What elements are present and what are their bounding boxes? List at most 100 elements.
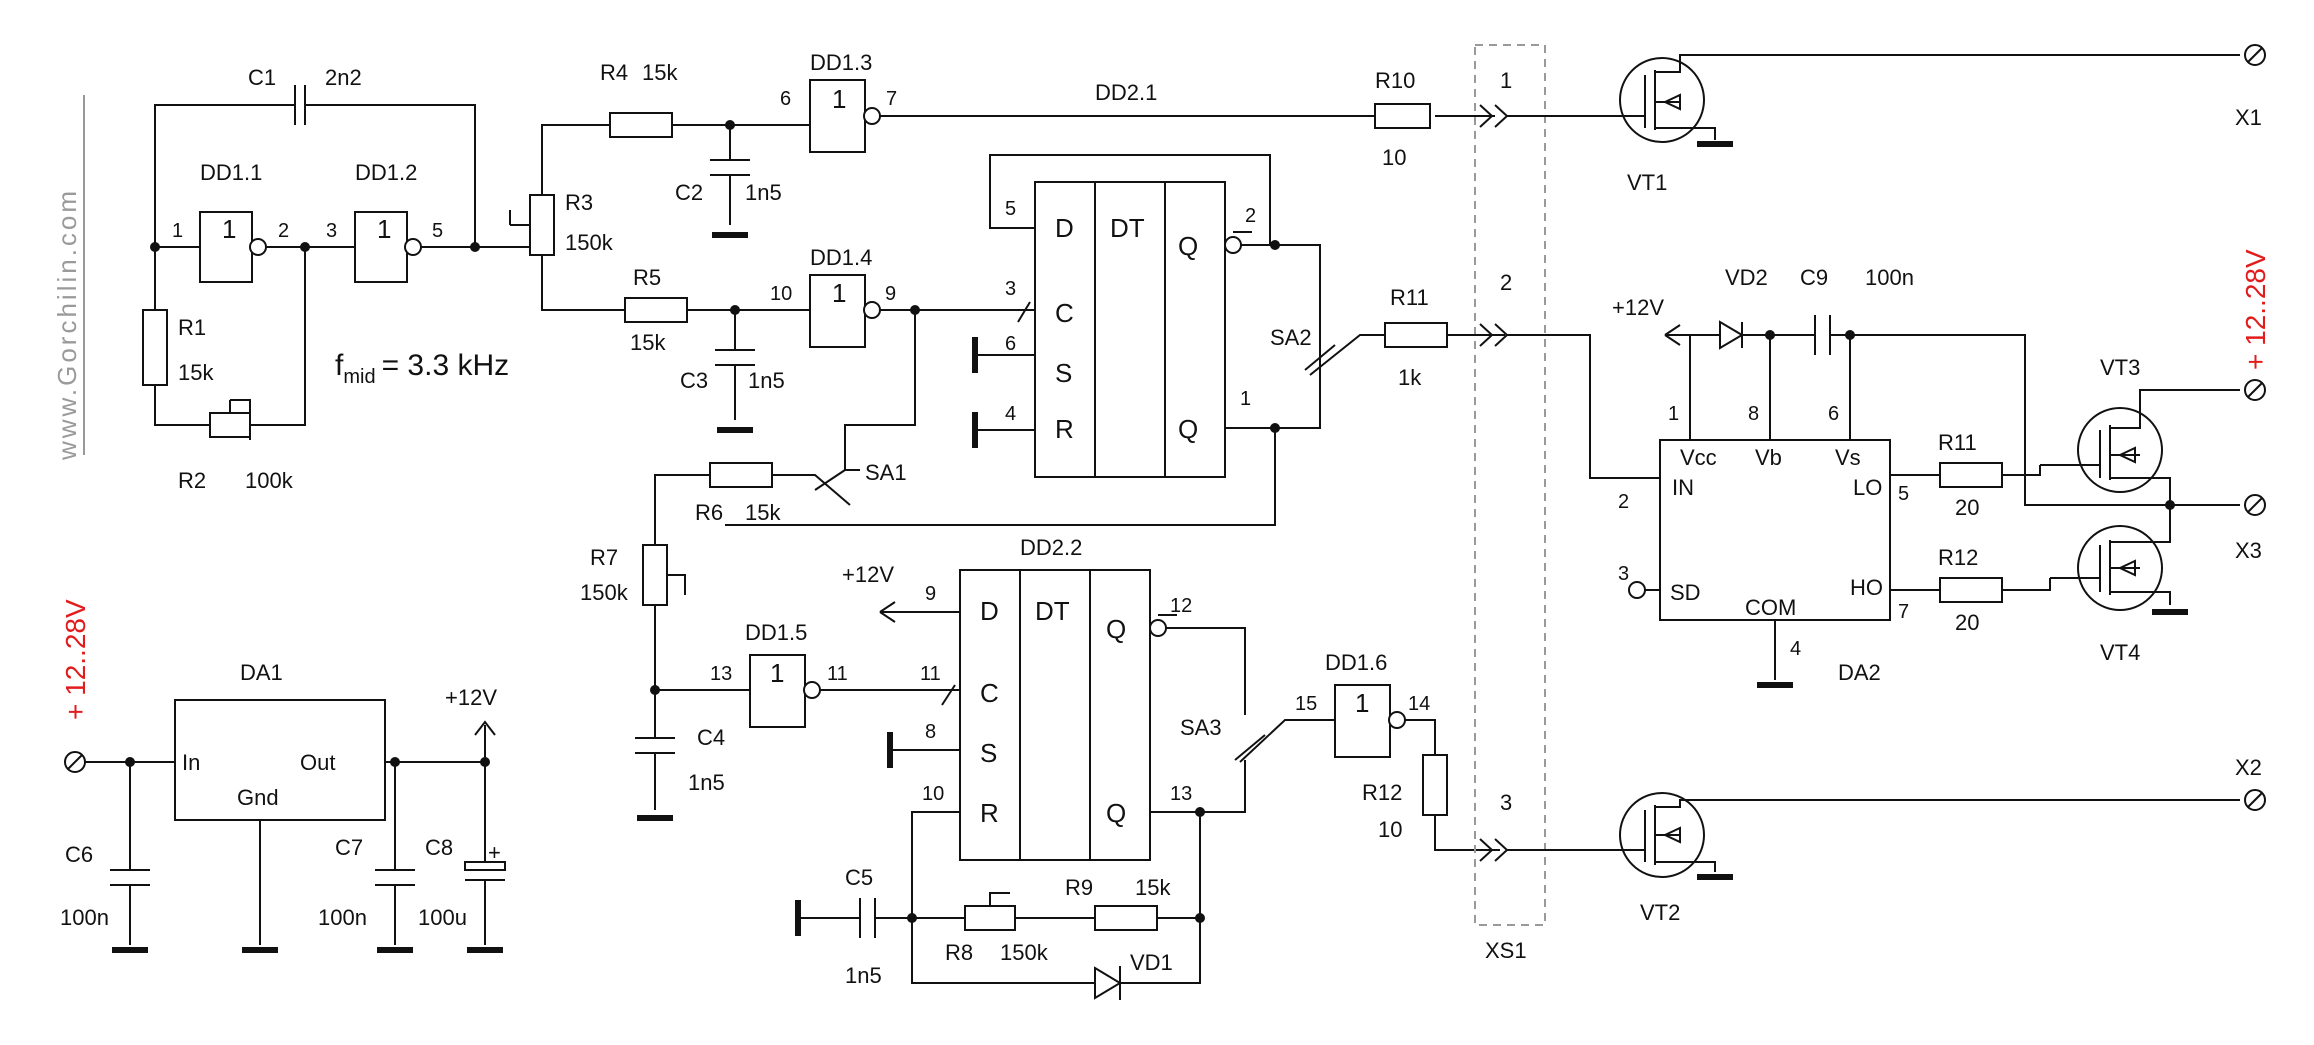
da2-lo: LO (1853, 475, 1882, 500)
gate-dd1-6 (1334, 684, 1500, 851)
dd22-c: C (980, 678, 999, 708)
dd21-s: S (1055, 358, 1072, 388)
dd11-name: DD1.1 (200, 160, 262, 185)
gate-dd1-2 (354, 211, 422, 283)
dd12-name: DD1.2 (355, 160, 417, 185)
c4-name: C4 (697, 725, 725, 750)
diode-vd1 (1094, 966, 1122, 1000)
da2-pin-lo: 5 (1898, 483, 1909, 505)
plus12v-da1: +12V (445, 685, 497, 710)
da2-in: IN (1672, 475, 1694, 500)
dd22-pin-r: 10 (922, 783, 944, 805)
resistor-r5 (624, 297, 688, 323)
vt1-name: VT1 (1627, 170, 1667, 195)
dd22-pin-qbar: 12 (1170, 595, 1192, 617)
regulator-da1 (64, 699, 506, 953)
dd21-q: Q (1178, 414, 1198, 444)
c9-name: C9 (1800, 265, 1828, 290)
capacitor-c3 (715, 305, 755, 433)
c6-name: C6 (65, 842, 93, 867)
capacitor-c2 (710, 120, 750, 238)
r6-value: 15k (745, 500, 781, 525)
dd15-name: DD1.5 (745, 620, 807, 645)
vd2-name: VD2 (1725, 265, 1768, 290)
vt3-name: VT3 (2100, 355, 2140, 380)
da2-sd: SD (1670, 580, 1701, 605)
dd16-pin-out: 14 (1408, 693, 1430, 715)
da2-pin-vs: 6 (1828, 403, 1839, 425)
c7-value: 100n (318, 905, 367, 930)
potentiometer-r7 (642, 475, 686, 690)
dd22-pin-s: 8 (925, 721, 936, 743)
dd15-pin-in: 13 (710, 663, 732, 685)
dd13-sym: 1 (832, 84, 846, 114)
da2-vb: Vb (1755, 445, 1782, 470)
dd12-pin-in: 3 (326, 220, 337, 242)
gate-dd1-1 (199, 211, 267, 283)
c7-name: C7 (335, 835, 363, 860)
dd22-d: D (980, 596, 999, 626)
da2-vcc: Vcc (1680, 445, 1717, 470)
dd11-pin-out: 2 (278, 220, 289, 242)
da1-out: Out (300, 750, 335, 775)
xs1-pin1: 1 (1500, 68, 1512, 93)
sa3-label: SA3 (1180, 715, 1222, 740)
r3-name: R3 (565, 190, 593, 215)
dd21-pin-qbar: 2 (1245, 205, 1256, 227)
c2-name: C2 (675, 180, 703, 205)
dd14-sym: 1 (832, 278, 846, 308)
da2-pin-in: 2 (1618, 491, 1629, 513)
c6-value: 100n (60, 905, 109, 930)
dd13-pin-in: 6 (780, 88, 791, 110)
r8-name: R8 (945, 940, 973, 965)
c8-value: 100u (418, 905, 467, 930)
r11b-name: R11 (1938, 430, 1977, 455)
r3-value: 150k (565, 230, 614, 255)
xs1-pin2: 2 (1500, 270, 1512, 295)
dd16-pin-in: 15 (1295, 693, 1317, 715)
da2-pin-vb: 8 (1748, 403, 1759, 425)
plus12v-dd22: +12V (842, 562, 894, 587)
dd21-label-top: DD2.1 (1095, 80, 1157, 105)
gate-dd1-3 (809, 79, 1375, 153)
r12a-value: 10 (1378, 817, 1402, 842)
x2-name: X2 (2235, 755, 2262, 780)
c8-plus: + (488, 840, 501, 865)
resistor-r9 (1094, 905, 1205, 931)
da2-pin-ho: 7 (1898, 601, 1909, 623)
r4-name: R4 (600, 60, 628, 85)
r7-value: 150k (580, 580, 629, 605)
dd22-dt: DT (1035, 596, 1070, 626)
dd11-sym: 1 (222, 214, 236, 244)
dd21-pin-d: 5 (1005, 198, 1016, 220)
dd14-pin-out: 9 (885, 283, 896, 305)
da1-in: In (182, 750, 200, 775)
c3-value: 1n5 (748, 368, 785, 393)
dd12-sym: 1 (377, 214, 391, 244)
sa1-label: SA1 (865, 460, 907, 485)
dd21-pin-s: 6 (1005, 333, 1016, 355)
da2-ho: HO (1850, 575, 1883, 600)
c9-value: 100n (1865, 265, 1914, 290)
plus12v-da2: +12V (1612, 295, 1664, 320)
dd22-pin-q: 13 (1170, 783, 1192, 805)
dd16-sym: 1 (1355, 688, 1369, 718)
dd13-pin-out: 7 (886, 88, 897, 110)
r10-name: R10 (1375, 68, 1415, 93)
r9-value: 15k (1135, 875, 1171, 900)
da2-pin-vcc: 1 (1668, 403, 1679, 425)
xs1-name: XS1 (1485, 938, 1527, 963)
r6-name: R6 (695, 500, 723, 525)
r12b-name: R12 (1938, 545, 1978, 570)
r1-name: R1 (178, 315, 206, 340)
c5-value: 1n5 (845, 963, 882, 988)
r5-name: R5 (633, 265, 661, 290)
c1-value: 2n2 (325, 65, 362, 90)
transistor-vt3 (2040, 379, 2266, 505)
driver-da2 (1628, 315, 2170, 688)
watermark: www.Gorchilin.com (52, 188, 82, 461)
dd21-c: C (1055, 298, 1074, 328)
flipflop-dd2-1 (725, 154, 1321, 526)
transistor-vt4 (2050, 494, 2266, 615)
dd22-qbar: Q (1106, 614, 1126, 644)
